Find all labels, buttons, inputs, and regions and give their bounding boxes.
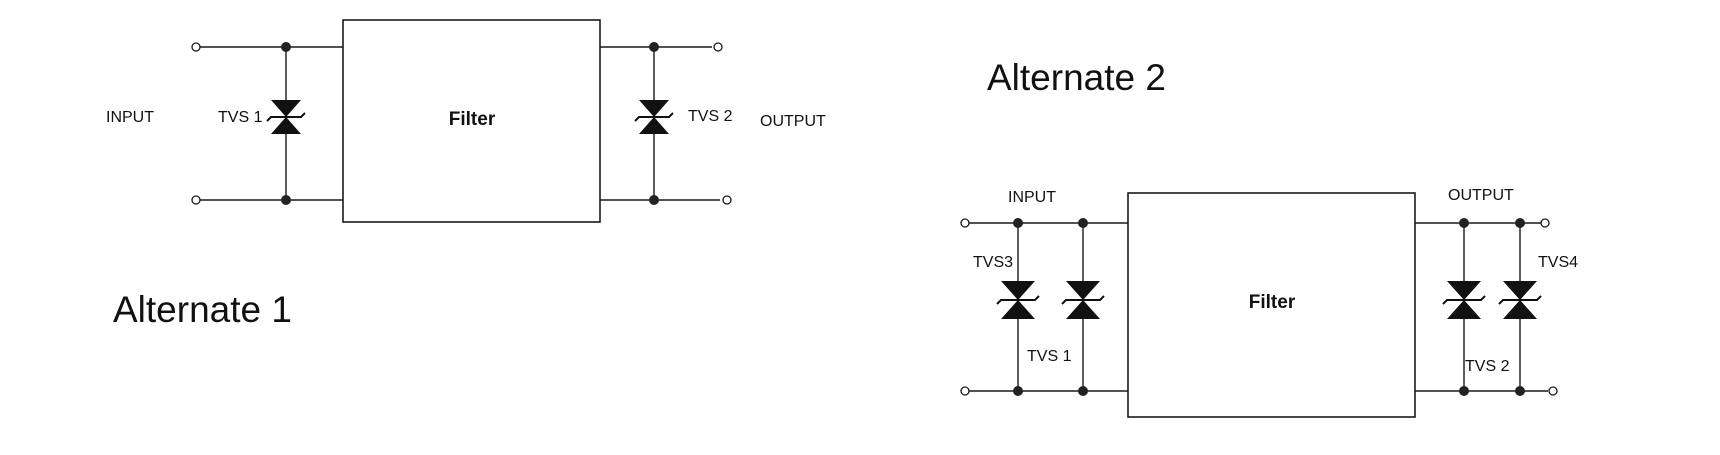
a2-output-bottom-terminal [1548,386,1558,396]
a2-input-bottom-terminal [960,386,970,396]
a1-input-top-terminal [191,42,201,52]
a2-node [1459,386,1469,396]
a2-node [1515,386,1525,396]
a2-node [1078,218,1088,228]
a2-tvs3-label: TVS3 [973,254,1013,271]
a2-node [1459,218,1469,228]
a2-output-top-terminal [1540,218,1550,228]
a2-input-label: INPUT [1008,189,1056,206]
a2-node [1515,218,1525,228]
a2-filter-label: Filter [1249,292,1296,313]
a1-node [281,195,291,205]
a1-tvs1-label: TVS 1 [218,109,263,126]
a2-tvs4-label: TVS4 [1538,254,1578,271]
a2-tvs2-label: TVS 2 [1465,358,1510,375]
a1-input-bottom-terminal [191,195,201,205]
a1-output-top-terminal [713,42,723,52]
a1-filter-label: Filter [449,109,496,130]
a2-node [1013,218,1023,228]
a1-tvs2-label: TVS 2 [688,108,733,125]
a1-filter-box [342,19,601,223]
alternate-1-caption: Alternate 1 [113,289,292,330]
a2-tvs1-diode-icon [1061,281,1105,319]
a2-input-top-terminal [960,218,970,228]
alternate-2-caption: Alternate 2 [987,57,1166,98]
a1-node [281,42,291,52]
alternate-1-circuit: INPUT TVS 1 Filter TVS 2 OUTPUT Alternat… [106,19,826,330]
a1-input-label: INPUT [106,109,154,126]
alternate-2-circuit: Alternate 2 [960,57,1578,418]
a1-node [649,195,659,205]
a2-filter-box [1127,192,1416,418]
a2-node [1013,386,1023,396]
a1-output-bottom-terminal [722,195,732,205]
a2-tvs4-diode-icon [1498,281,1542,319]
a1-output-label: OUTPUT [760,113,826,130]
a1-tvs2-diode-icon [634,100,674,134]
a2-output-label: OUTPUT [1448,187,1514,204]
a2-tvs1-label: TVS 1 [1027,348,1072,365]
a1-tvs1-diode-icon [266,100,306,134]
a2-tvs2-diode-icon [1442,281,1486,319]
a2-node [1078,386,1088,396]
a1-node [649,42,659,52]
a2-tvs3-diode-icon [996,281,1040,319]
